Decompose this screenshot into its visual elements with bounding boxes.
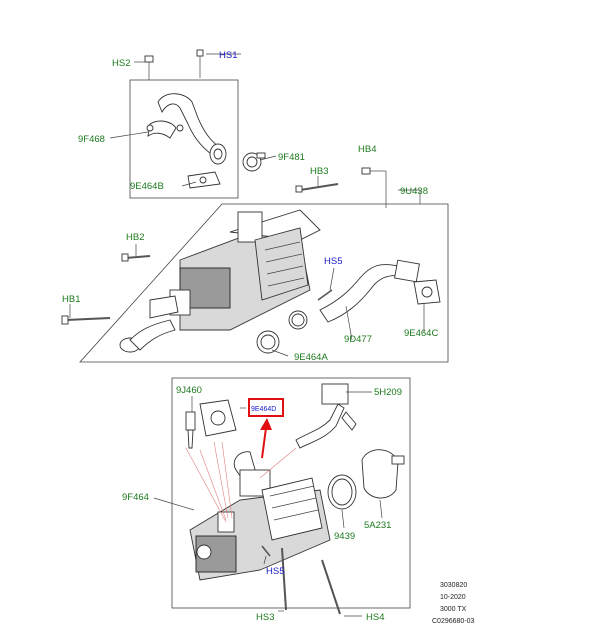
pipe-9f468-part — [146, 93, 227, 165]
bolt-hs1-part — [196, 49, 204, 78]
label-hb2[interactable]: HB2 — [126, 232, 144, 243]
code-line-1: 3030820 — [440, 582, 467, 589]
gasket-9e464b-part — [187, 171, 221, 189]
label-hb1[interactable]: HB1 — [62, 294, 80, 305]
label-hs4[interactable]: HS4 — [366, 612, 384, 623]
bolt-hb3-part — [295, 183, 339, 193]
label-9f481[interactable]: 9F481 — [278, 152, 305, 163]
label-hs5-top[interactable]: HS5 — [324, 256, 342, 267]
label-9j460[interactable]: 9J460 — [176, 385, 202, 396]
label-5h209[interactable]: 5H209 — [374, 387, 402, 398]
label-hb4[interactable]: HB4 — [358, 144, 376, 155]
label-9f464[interactable]: 9F464 — [122, 492, 149, 503]
code-line-4: C0296680-03 — [432, 618, 475, 625]
bolt-hs5-top-part — [317, 289, 333, 301]
egr-module-frame-lower — [171, 377, 411, 609]
egr-cooler-upper-part — [119, 209, 321, 353]
seal-9439-part — [327, 474, 357, 510]
label-9u438[interactable]: 9U438 — [400, 186, 428, 197]
pipe-5h209-part — [295, 383, 357, 449]
gasket-9e464c-part — [413, 279, 441, 305]
highlight-arrow — [260, 418, 272, 459]
label-hs5-bottom[interactable]: HS5 — [266, 566, 284, 577]
label-hs3[interactable]: HS3 — [256, 612, 274, 623]
egr-cooler-lower-part — [189, 451, 331, 581]
label-9e464a[interactable]: 9E464A — [294, 352, 328, 363]
pipe-9d477-part — [319, 259, 420, 323]
label-hb3[interactable]: HB3 — [310, 166, 328, 177]
bolt-hb1-part — [61, 315, 111, 325]
bolt-hs2-part — [144, 55, 154, 80]
bolt-hs3-part — [281, 547, 287, 611]
highlight-box[interactable] — [248, 398, 284, 417]
label-9e464b[interactable]: 9E464B — [130, 181, 164, 192]
bolt-hb4-part — [361, 167, 387, 208]
sensor-9j460-part — [185, 411, 196, 449]
gasket-9e464d-part — [199, 399, 237, 437]
label-9e464c[interactable]: 9E464C — [404, 328, 438, 339]
label-highlighted-part[interactable]: 9E464D — [251, 406, 276, 413]
label-hs1[interactable]: HS1 — [219, 50, 237, 61]
label-9439[interactable]: 9439 — [334, 531, 355, 542]
label-hs2[interactable]: HS2 — [112, 58, 130, 69]
label-5a231[interactable]: 5A231 — [364, 520, 391, 531]
gasket-9e464a-part — [256, 310, 308, 354]
bolt-hb2-part — [121, 253, 151, 262]
code-line-3: 3000 TX — [440, 606, 467, 613]
pipe-subassembly-frame — [129, 79, 239, 199]
label-9f468[interactable]: 9F468 — [78, 134, 105, 145]
clamp-5a231-part — [361, 449, 405, 499]
egr-module-frame-upper — [79, 203, 449, 363]
bolt-hs4-part — [321, 559, 341, 615]
label-9d477[interactable]: 9D477 — [344, 334, 372, 345]
bolt-hs5-bottom-part — [261, 545, 271, 557]
clamp-9f481-part — [242, 152, 266, 172]
code-line-2: 10-2020 — [440, 594, 466, 601]
